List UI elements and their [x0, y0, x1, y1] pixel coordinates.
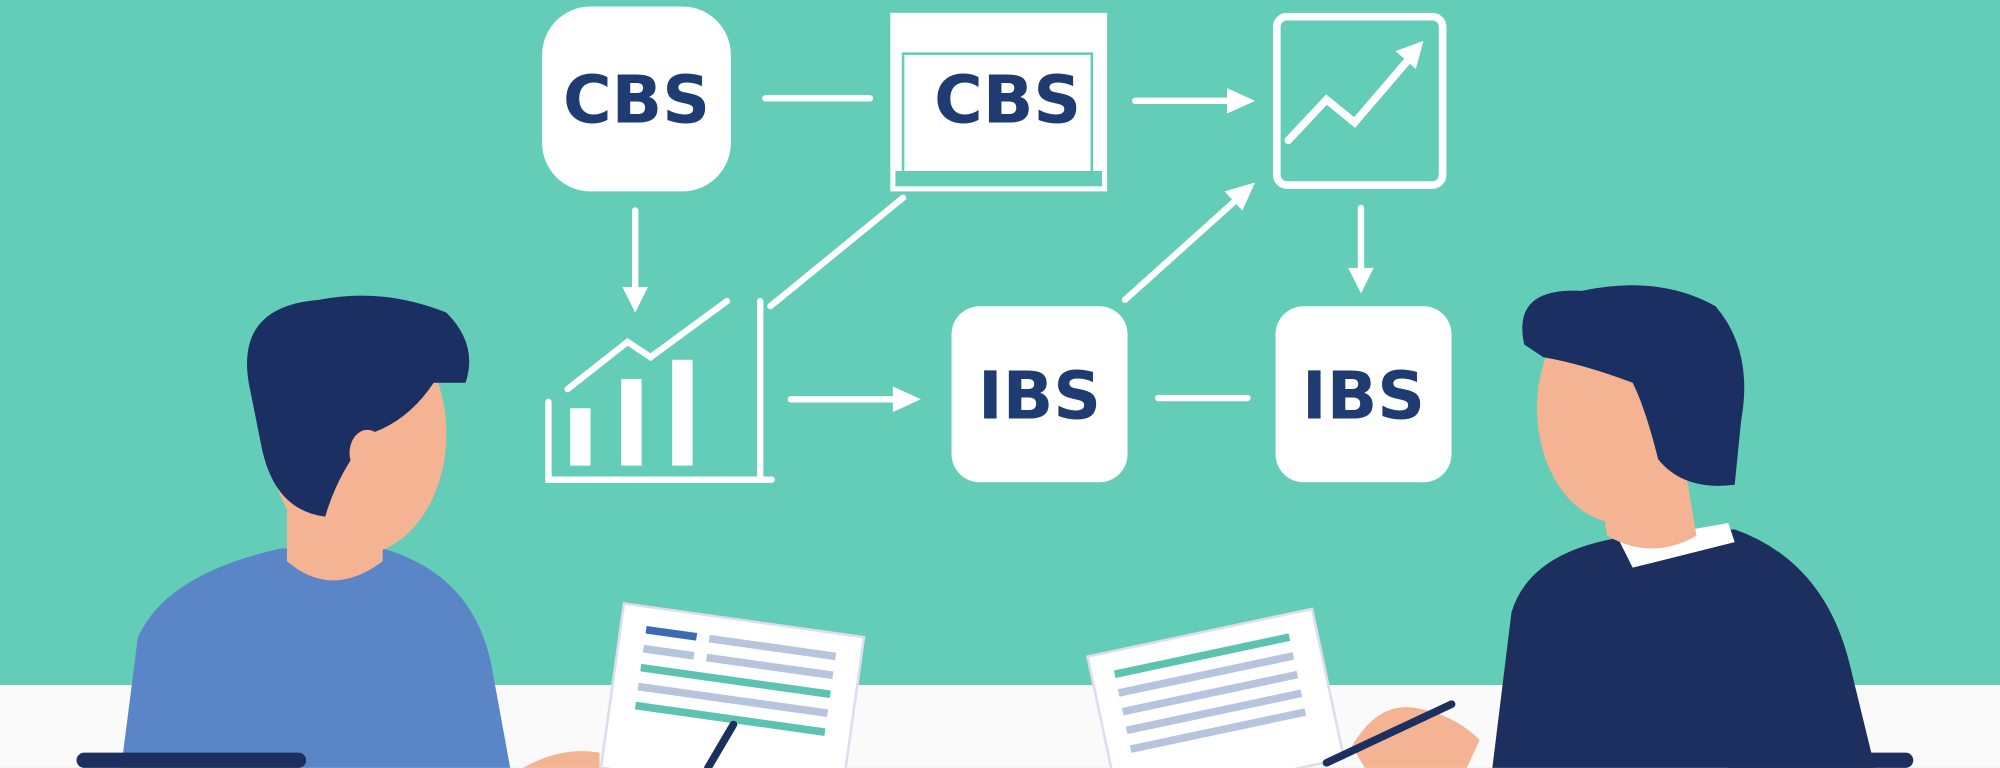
ibs-node-2: IBS — [1275, 306, 1452, 483]
cbs-label-2: CBS — [934, 61, 1081, 139]
ibs-label-1: IBS — [978, 356, 1101, 434]
hair-right — [1522, 285, 1745, 486]
connectors — [622, 88, 1374, 413]
cbs-label-1: CBS — [563, 61, 710, 139]
bar-chart-icon — [545, 297, 775, 483]
cbs-node-1: CBS — [542, 6, 731, 192]
ibs-label-2: IBS — [1302, 356, 1425, 434]
pen-left-icon — [704, 720, 738, 768]
document-right — [1086, 607, 1346, 768]
person-right — [1322, 285, 1914, 768]
ibs-node-1: IBS — [951, 306, 1128, 483]
trend-chart-icon — [1272, 12, 1447, 189]
suit-right — [1492, 529, 1875, 768]
hair-left — [247, 295, 470, 517]
shirt-left — [121, 548, 511, 768]
document-left — [599, 602, 866, 768]
cbs-node-2: CBS — [890, 12, 1108, 192]
pen-right-icon — [1322, 700, 1456, 767]
person-left — [76, 295, 511, 768]
